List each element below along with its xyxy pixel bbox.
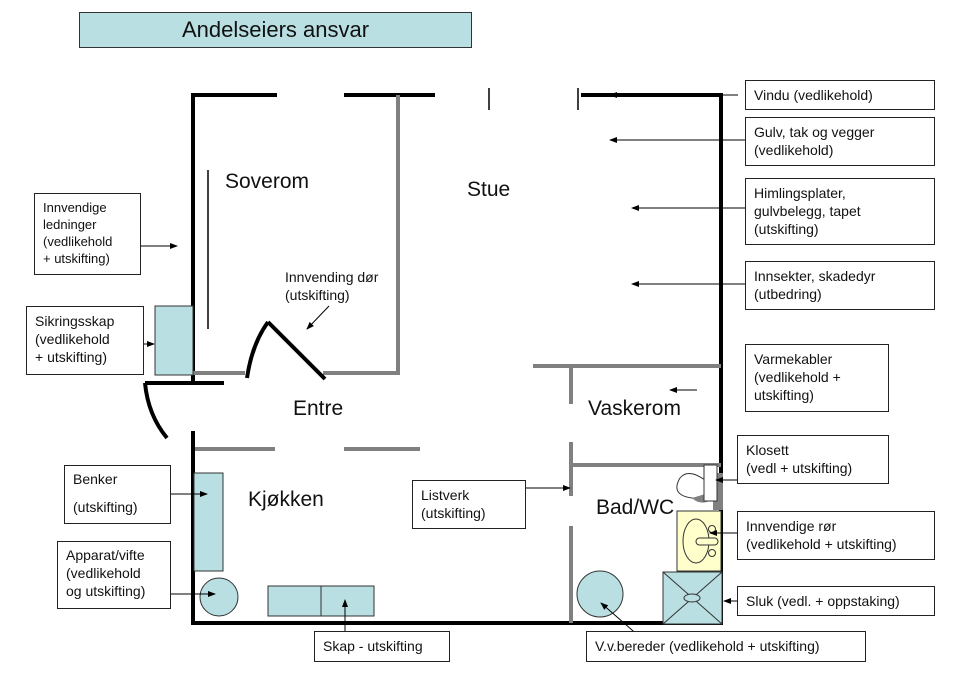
sink bbox=[676, 510, 722, 572]
label-listverk: Listverk (utskifting) bbox=[412, 480, 526, 529]
label-gulv: Gulv, tak og vegger (vedlikehold) bbox=[745, 117, 935, 166]
label-klosett: Klosett (vedl + utskifting) bbox=[737, 435, 889, 484]
label-varmekabler: Varmekabler (vedlikehold + utskifting) bbox=[745, 344, 889, 412]
label-benker: Benker (utskifting) bbox=[64, 465, 171, 524]
label-himling: Himlingsplater, gulvbelegg, tapet (utski… bbox=[745, 178, 935, 245]
door-bedroom bbox=[245, 320, 327, 381]
label-skap: Skap - utskifting bbox=[314, 631, 450, 662]
shower-drain bbox=[662, 571, 723, 625]
room-bad: Bad/WC bbox=[596, 496, 675, 519]
label-apparat: Apparat/vifte (vedlikehold og utskifting… bbox=[57, 541, 171, 609]
kitchen-bench bbox=[193, 472, 224, 572]
room-entre: Entre bbox=[293, 397, 344, 420]
toilet bbox=[676, 464, 718, 503]
door-entrance bbox=[143, 382, 169, 440]
label-sikringsskap: Sikringsskap (vedlikehold + utskifting) bbox=[26, 306, 144, 375]
room-stue: Stue bbox=[467, 178, 511, 201]
cabinet-right bbox=[320, 585, 375, 617]
window-marks bbox=[488, 88, 579, 110]
label-vindu: Vindu (vedlikehold) bbox=[745, 80, 935, 110]
inner-walls bbox=[193, 95, 723, 623]
page-title: Andelseiers ansvar bbox=[79, 12, 472, 48]
label-innsekter: Innsekter, skadedyr (utbedring) bbox=[745, 261, 935, 310]
kitchen-appliance bbox=[199, 577, 239, 617]
label-vvbereder: V.v.bereder (vedlikehold + utskifting) bbox=[586, 631, 866, 662]
cabinet-left bbox=[267, 585, 322, 617]
note-innvending-dor: Innvending dør (utskifting) bbox=[285, 269, 379, 303]
room-kjokken: Kjøkken bbox=[248, 488, 324, 511]
label-sluk: Sluk (vedl. + oppstaking) bbox=[737, 586, 935, 616]
label-innvendige-ror: Innvendige rør (vedlikehold + utskifting… bbox=[737, 511, 935, 560]
room-vaskerom: Vaskerom bbox=[588, 397, 681, 420]
label-innvendige-ledninger: Innvendige ledninger (vedlikehold + utsk… bbox=[34, 193, 141, 275]
room-soverom: Soverom bbox=[225, 170, 310, 193]
water-heater bbox=[576, 570, 624, 618]
fuse-box bbox=[154, 305, 194, 376]
